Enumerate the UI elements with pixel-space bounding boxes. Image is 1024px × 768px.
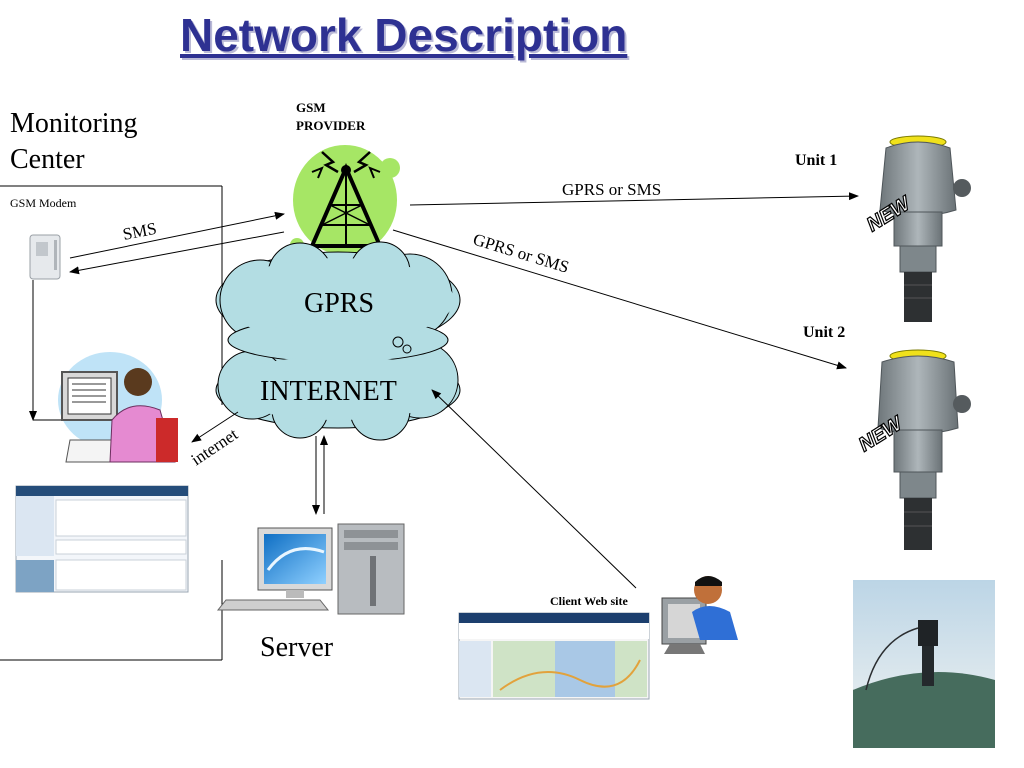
gsm-provider-line2: PROVIDER — [296, 118, 366, 133]
unit1-sensor-icon — [879, 135, 971, 322]
gsm-tower-icon — [290, 145, 400, 255]
gsm-modem-label: GSM Modem — [10, 196, 77, 210]
unit2-label: Unit 2 — [803, 324, 846, 341]
modem-to-tower-arrow — [69, 211, 285, 259]
cloud-fill-patch — [222, 258, 454, 420]
installation-photo — [853, 580, 995, 748]
cloud-to-operator-arrow — [191, 411, 239, 443]
sms-label: SMS — [121, 219, 158, 244]
gprs-sms-unit1-label: GPRS or SMS — [562, 180, 662, 199]
server-icon — [216, 523, 405, 615]
client-website-screenshot — [458, 612, 650, 700]
client-to-cloud-arrow — [431, 389, 637, 589]
monitoring-software-screenshot — [15, 485, 189, 593]
monitoring-center-line2: Center — [10, 144, 85, 175]
cloud-tail-circles — [392, 336, 412, 354]
unit2-sensor-icon — [877, 349, 971, 550]
tower-to-modem-arrow — [69, 231, 285, 275]
tower-to-unit1-arrow — [409, 192, 859, 206]
internet-cloud-label: INTERNET — [260, 376, 397, 407]
client-website-label: Client Web site — [550, 594, 628, 608]
monitoring-center-line1: Monitoring — [10, 108, 138, 139]
tower-to-unit2-arrow — [392, 229, 847, 370]
gsm-modem-icon — [29, 234, 61, 280]
client-person-icon — [661, 576, 738, 654]
internet-link-label: internet — [188, 424, 242, 469]
unit1-label: Unit 1 — [795, 152, 838, 169]
operator-icon — [58, 352, 178, 463]
page-title: Network Description — [180, 9, 628, 61]
gprs-label: GPRS — [304, 288, 375, 319]
gsm-provider-line1: GSM — [296, 100, 326, 115]
server-label: Server — [260, 632, 334, 663]
gprs-sms-unit2-label: GPRS or SMS — [471, 230, 571, 277]
